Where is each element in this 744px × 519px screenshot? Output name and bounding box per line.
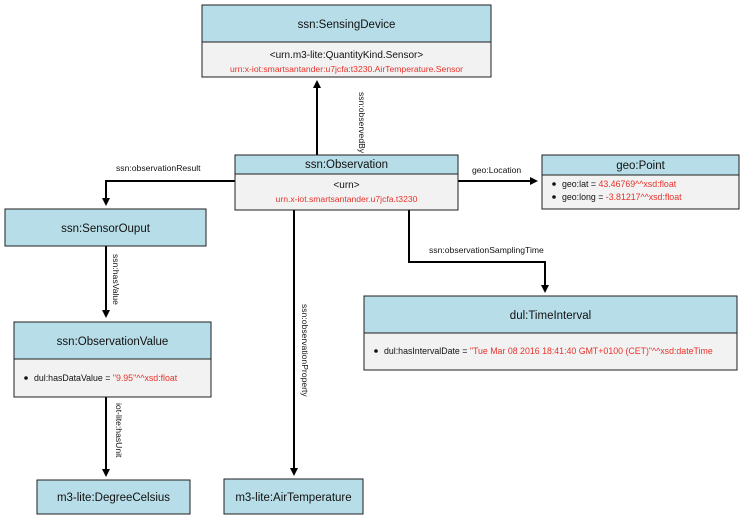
node-sensor-output-header — [4, 208, 207, 247]
edge-location: geo:Location — [458, 165, 538, 185]
property-key: geo:lat = — [562, 179, 598, 189]
edge-observed-by: ssn:observedBy — [313, 80, 367, 155]
edge-sampling-time: ssn:observationSamplingTime — [408, 210, 549, 293]
node-observation-urn: urn.x-iot.smartsantander.u7jcfa.t3230 — [276, 194, 418, 204]
node-sensor-output-title: ssn:SensorOuput — [61, 223, 151, 235]
property-bullet — [374, 349, 378, 353]
node-observation-type: <urn> — [333, 180, 359, 191]
edge-observed-by-label: ssn:observedBy — [357, 92, 367, 154]
property-key: dul:hasIntervalDate = — [384, 346, 470, 356]
node-air-temperature-title: m3-lite:AirTemperature — [235, 492, 351, 504]
property-key: dul:hasDataValue = — [34, 373, 113, 383]
node-air-temperature-header — [223, 478, 364, 515]
node-time-interval-property-date: dul:hasIntervalDate = "Tue Mar 08 2016 1… — [384, 346, 713, 356]
node-point-property-lat: geo:lat = 43.46769^^xsd:float — [562, 179, 677, 189]
node-observation-value-title: ssn:ObservationValue — [57, 336, 169, 348]
node-sensing-device: ssn:SensingDevice <urn.m3-lite:QuantityK… — [201, 4, 492, 78]
edge-has-unit-label: iot-lite:hasUnit — [114, 403, 124, 458]
node-degree-celsius-title: m3-lite:DegreeCelsius — [57, 492, 170, 504]
edge-has-value: ssn:hasValue — [102, 246, 121, 318]
node-point-property-long: geo:long = -3.81217^^xsd:float — [562, 192, 682, 202]
property-value: 43.46769^^xsd:float — [598, 179, 676, 189]
node-time-interval-title: dul:TimeInterval — [510, 310, 591, 322]
node-sensing-device-type: <urn.m3-lite:QuantityKind.Sensor> — [270, 50, 424, 61]
edge-observation-result-line — [102, 180, 235, 206]
edge-has-unit: iot-lite:hasUnit — [102, 397, 124, 477]
node-observation-value: ssn:ObservationValue dul:hasDataValue = … — [13, 321, 212, 398]
node-observation: ssn:Observation <urn> urn.x-iot.smartsan… — [234, 154, 459, 211]
node-sensing-device-body — [201, 41, 492, 78]
edge-observation-result: ssn:observationResult — [102, 163, 235, 206]
node-observation-body — [234, 173, 459, 211]
property-key: geo:long = — [562, 192, 606, 202]
node-point: geo:Point geo:lat = 43.46769^^xsd:float … — [541, 154, 740, 210]
edge-observation-property: ssn:observationProperty — [290, 210, 310, 476]
node-observation-title: ssn:Observation — [305, 159, 388, 171]
node-time-interval-body — [363, 332, 738, 371]
node-sensing-device-title: ssn:SensingDevice — [298, 19, 396, 31]
node-point-body — [541, 174, 740, 210]
node-observation-value-header — [13, 321, 212, 360]
edge-has-value-label: ssn:hasValue — [111, 254, 121, 305]
node-degree-celsius: m3-lite:DegreeCelsius — [36, 479, 191, 515]
edge-observation-property-label: ssn:observationProperty — [300, 304, 310, 397]
property-bullet — [24, 376, 28, 380]
property-value: -3.81217^^xsd:float — [606, 192, 682, 202]
edge-sampling-time-label: ssn:observationSamplingTime — [429, 245, 544, 255]
node-sensor-output: ssn:SensorOuput — [4, 208, 207, 247]
node-sensing-device-urn: urn:x-iot:smartsantander:u7jcfa:t3230.Ai… — [230, 64, 463, 74]
node-observation-value-body — [13, 358, 212, 398]
node-degree-celsius-header — [36, 479, 191, 515]
edge-observation-result-label: ssn:observationResult — [116, 163, 201, 173]
node-time-interval: dul:TimeInterval dul:hasIntervalDate = "… — [363, 295, 738, 371]
edge-sampling-time-line — [408, 210, 549, 293]
node-point-title: geo:Point — [616, 160, 665, 172]
node-observation-value-property: dul:hasDataValue = "9.95"^^xsd:float — [34, 373, 178, 383]
property-bullet — [552, 182, 556, 186]
property-value: "9.95"^^xsd:float — [113, 373, 178, 383]
edge-location-label: geo:Location — [472, 165, 521, 175]
property-value: "Tue Mar 08 2016 18:41:40 GMT+0100 (CET)… — [470, 346, 713, 356]
node-air-temperature: m3-lite:AirTemperature — [223, 478, 364, 515]
property-bullet — [552, 195, 556, 199]
